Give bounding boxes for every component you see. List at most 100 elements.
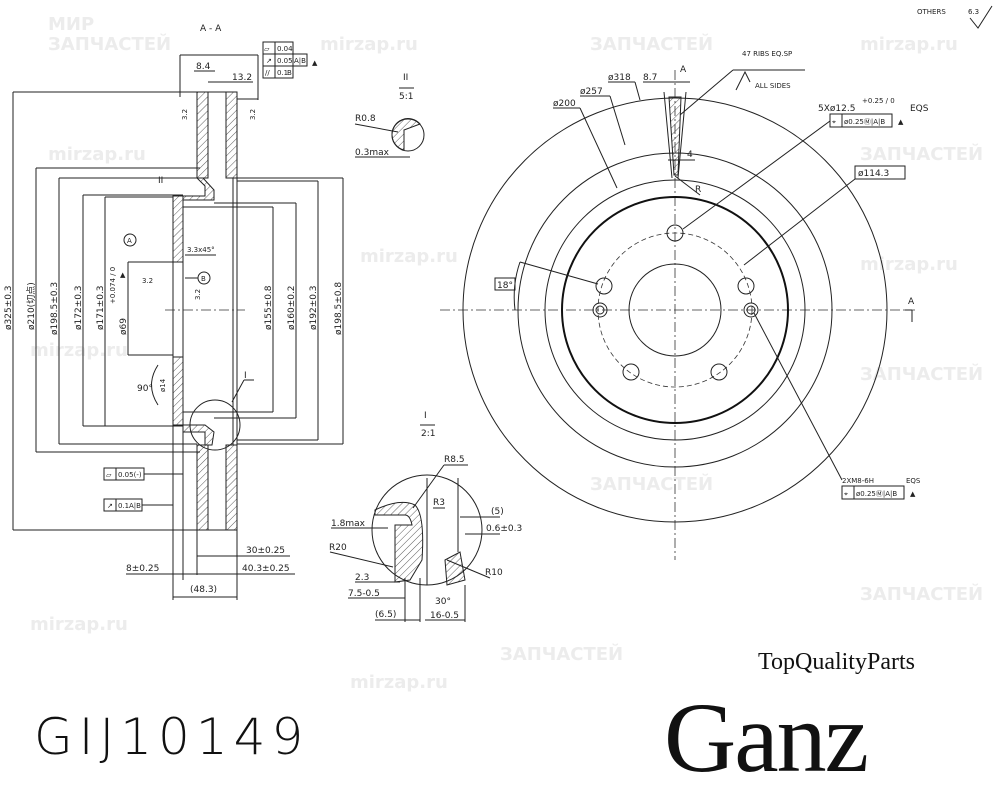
parallel-datum: B [287,69,292,77]
chamfer-dim: 3.3x45° [187,246,215,254]
detail-i-r8-5: R8.5 [444,455,465,465]
position-icon: ⌖ [832,118,836,126]
hub-flange [172,356,184,426]
holes-tolerance: +0.25 / 0 [862,97,895,105]
runout2-value: 0.1 [118,502,129,510]
dim-d172: ø172±0.3 [74,285,84,330]
dim-d200: ø200 [553,99,576,109]
friction-plate-outer [225,91,238,179]
detail-i-view: I 2:1 R8.5 R3 1.8max R20 (5) 0.6±0.3 R10… [329,411,522,622]
parallel-value: 0.1 [277,69,288,77]
detail-i-0-6: 0.6±0.3 [486,524,522,534]
runout2-datum: A|B [129,502,141,510]
hub-flange [172,195,184,263]
friction-plate-inner [196,444,209,531]
dim-d198-5: ø198.5±0.3 [50,282,60,335]
watermark: mirzap.ru [48,144,146,165]
watermark: ЗАПЧАСТЕЙ [860,363,983,385]
section-title: A - A [200,24,222,34]
watermarks: МИР ЗАПЧАСТЕЙ mirzap.ru ЗАПЧАСТЕЙ mirzap… [30,14,983,693]
holes-eqs: EQS [910,104,929,114]
center-bore [628,263,722,357]
triangle-icon: ▲ [910,490,916,498]
watermark: ЗАПЧАСТЕЙ [860,583,983,605]
front-view: OTHERS 6.3 47 RIBS EQ.SP ALL SIDES ø318 … [440,5,993,560]
roughness-value: 3.2 [249,109,257,120]
dim-40-3: 40.3±0.25 [242,564,290,574]
triangle-icon: ▲ [120,271,126,279]
datum-b: B [201,275,206,283]
detail-ii-scale: 5:1 [399,92,413,102]
detail-ii-callout: II [158,176,163,186]
dim-d160: ø160±0.2 [287,285,297,330]
watermark: mirzap.ru [860,34,958,55]
dim-d192: ø192±0.3 [309,285,319,330]
detail-i-7-5: 7.5-0.5 [348,589,380,599]
angle-90: 90° [137,384,153,394]
detail-i-r20: R20 [329,543,347,553]
triangle-icon: ▲ [312,59,318,67]
all-sides-label: ALL SIDES [755,82,791,90]
watermark: mirzap.ru [320,34,418,55]
pcd-dim: ø114.3 [858,169,889,179]
detail-ii-label: II [403,73,408,83]
watermark: mirzap.ru [30,614,128,635]
hat-section [182,177,215,201]
watermark: mirzap.ru [30,340,128,361]
roughness-value: 3.2 [194,289,202,300]
dim-48-3: (48.3) [190,585,217,595]
detail-i-2-3: 2.3 [355,573,369,583]
runout-icon: ↗ [107,502,113,510]
triangle-icon: ▲ [898,118,904,126]
watermark: mirzap.ru [350,672,448,693]
hat-diameter [561,196,789,424]
bolt-holes [592,224,759,381]
dim-d69: ø69 [119,318,129,335]
dim-8-4: 8.4 [196,62,211,72]
dim-8: 8±0.25 [126,564,159,574]
detail-i-16: 16-0.5 [430,611,459,621]
detail-i-marker [189,399,241,451]
runout-datum: A|B [294,57,306,65]
angle-18: 18° [497,281,513,291]
roughness-value: 3.2 [181,109,189,120]
dim-30: 30±0.25 [246,546,285,556]
detail-i-6-5: (6.5) [375,610,396,620]
dim-d198-5-right: ø198.5±0.8 [334,282,344,335]
watermark: mirzap.ru [860,254,958,275]
holes-spec: 5Xø12.5 [818,104,855,114]
flatness-icon: ▱ [106,471,112,479]
bolt-circle [597,232,753,388]
parallel-icon: // [265,69,270,77]
others-label: OTHERS [917,8,946,16]
runout-icon: ↗ [266,57,272,65]
detail-i-label: I [424,411,427,421]
section-marker-a-top: A [680,65,687,75]
roughness-value: 3.2 [142,277,153,285]
watermark: mirzap.ru [360,246,458,267]
dim-d69-tolerance: +0.074 / 0 [109,267,117,304]
datum-a: A [127,237,132,245]
flatness-value: 0.04 [277,45,293,53]
friction-plate-inner [196,91,209,179]
radius-r: R [695,185,701,195]
dim-d325: ø325±0.3 [4,285,14,330]
threads-position-tolerance: ø0.25Ⓜ|A|B [856,490,897,498]
watermark: ЗАПЧАСТЕЙ [590,33,713,55]
part-number: GIJ10149 [34,708,310,766]
runout-value: 0.05 [277,57,293,65]
detail-i-1-8max: 1.8max [331,519,366,529]
dim-d171: ø171±0.3 [96,285,106,330]
detail-ii-view: II 5:1 R0.8 0.3max [354,73,425,158]
diameter-dimensions: ø325±0.3 ø210(切点) ø198.5±0.3 ø172±0.3 ø1… [4,91,344,531]
dim-13-2: 13.2 [232,73,252,83]
dim-d257: ø257 [580,87,603,97]
friction-plate-outer [225,444,238,531]
detail-i-r3: R3 [433,498,445,508]
dim-d210: ø210(切点) [26,282,37,330]
section-marker-a-right: A [908,297,915,307]
detail-i-5: (5) [491,507,504,517]
watermark: ЗАПЧАСТЕЙ [48,33,171,55]
hat-section [182,424,215,446]
detail-i-30deg: 30° [435,597,451,607]
